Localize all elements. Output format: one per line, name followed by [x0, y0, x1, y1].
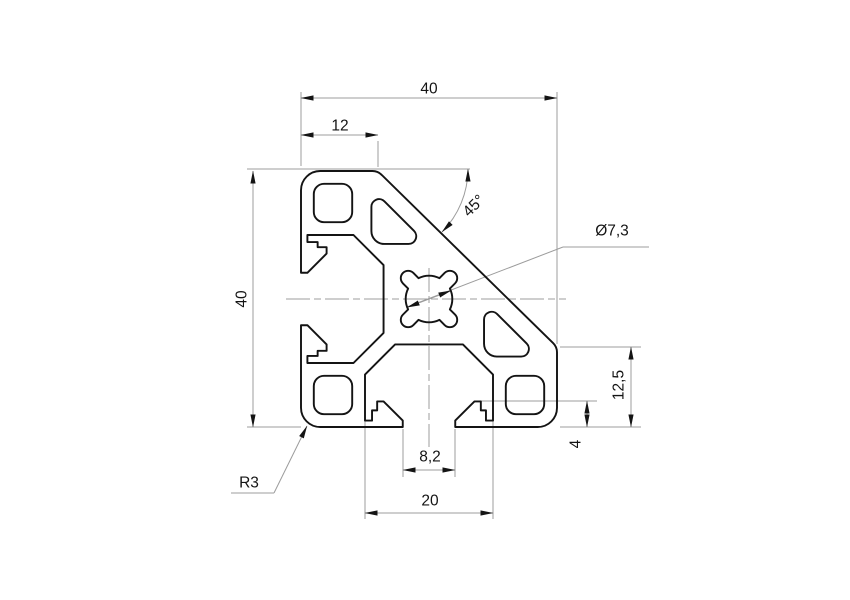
corner-chamber-hole-bottom-left	[312, 374, 354, 416]
leader-line-radius	[273, 425, 308, 494]
bore-arrow-upper	[428, 290, 452, 300]
label-layer: 40 12 45° Ø7,3 40 12,5 4 8,2 20 R3	[234, 81, 629, 510]
dim-arc-chamfer-angle	[441, 168, 471, 233]
profile-section	[300, 170, 558, 428]
dim-top-width-label: 40	[420, 81, 438, 98]
dim-center-bore-label: Ø7,3	[595, 223, 629, 240]
dim-side-height-label: 40	[234, 290, 251, 308]
center-bore	[399, 269, 459, 329]
lightening-hole-right	[483, 310, 530, 358]
dim-right-face-label: 12,5	[611, 370, 628, 400]
lightening-hole-upper	[370, 198, 418, 245]
dimension-layer	[231, 92, 649, 519]
dim-corner-radius-label: R3	[239, 475, 259, 492]
profile-outline	[300, 170, 558, 428]
dim-undercut-label: 4	[568, 439, 585, 448]
dim-top-offset-label: 12	[331, 118, 348, 135]
corner-chamber-hole-top-left	[312, 182, 354, 224]
corner-chamber-hole-bottom-right	[504, 374, 546, 416]
dim-chamber-width-label: 20	[421, 493, 439, 510]
bore-arrow-lower	[406, 298, 430, 308]
dim-slot-opening-label: 8,2	[419, 449, 441, 466]
